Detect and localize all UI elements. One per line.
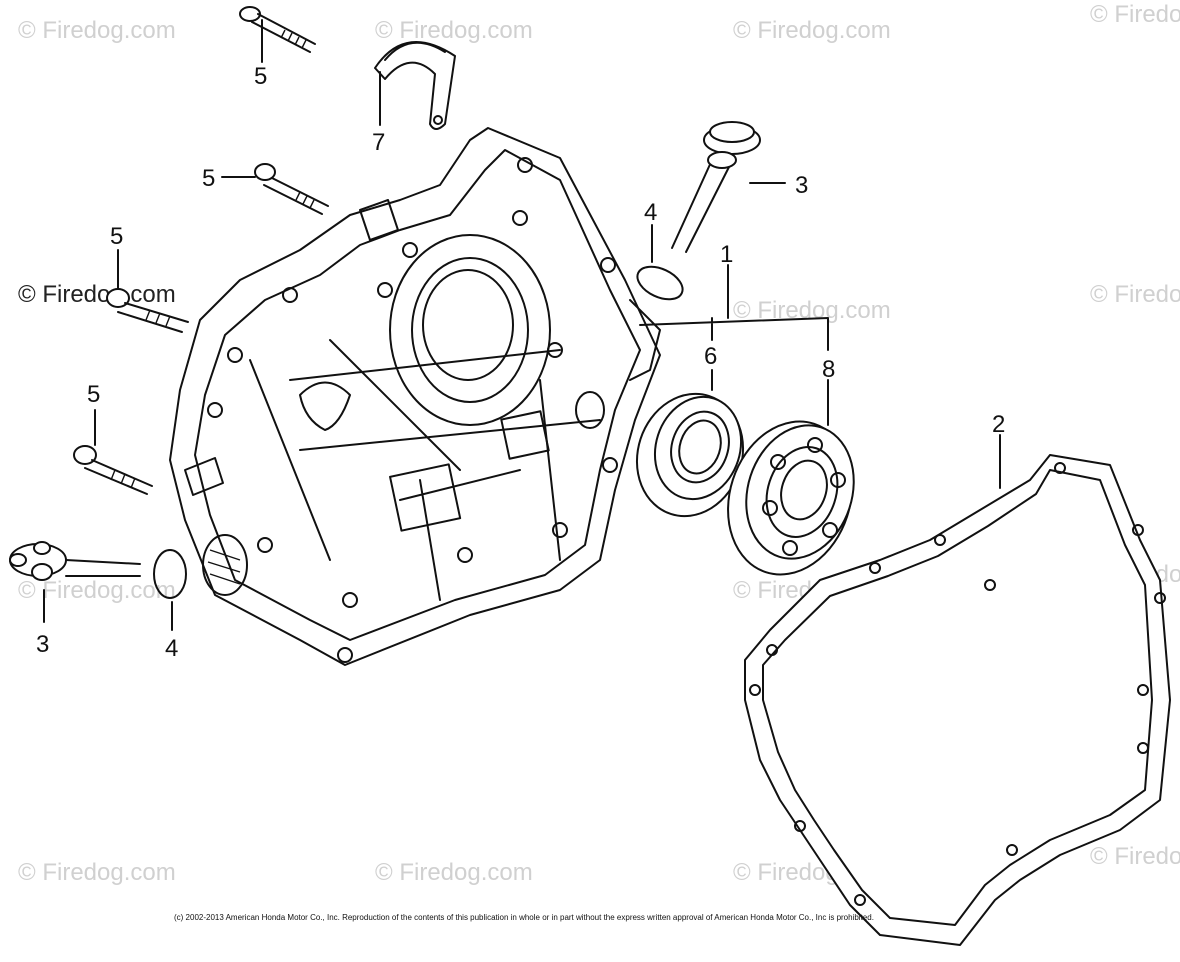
oil-filler-plug-top <box>671 121 786 253</box>
watermark: © Firedog.com <box>1090 1 1180 28</box>
callout-oil-seal: 6 <box>704 343 717 370</box>
flange-bolt-left-upper <box>106 249 189 333</box>
flange-bolt-left-lower <box>73 409 153 495</box>
callout-labels: 5 7 5 5 5 3 4 1 6 8 2 3 4 <box>36 63 1005 662</box>
callout-washer-top: 4 <box>644 199 657 226</box>
callout-plug-bottom: 3 <box>36 631 49 658</box>
callout-plug-top: 3 <box>795 172 808 199</box>
watermark-dark: © Firedog.com <box>18 281 176 308</box>
callout-bolt-mid: 5 <box>202 165 215 192</box>
crankcase-gasket <box>744 434 1171 946</box>
callout-gasket: 2 <box>992 411 1005 438</box>
callout-bearing-assembly: 1 <box>720 241 733 268</box>
callout-ball-bearing: 8 <box>822 356 835 383</box>
watermark: © Firedog.com <box>1090 843 1180 870</box>
watermark: © Firedog.com <box>18 859 176 886</box>
sealing-washer-top <box>636 224 684 301</box>
callout-washer-bottom: 4 <box>165 635 178 662</box>
copyright-notice: (c) 2002-2013 American Honda Motor Co., … <box>174 913 874 922</box>
crankcase-cover <box>169 127 661 666</box>
watermark: © Firedog.com <box>733 17 891 44</box>
callout-bolt-top: 5 <box>254 63 267 90</box>
clamp-bracket <box>374 41 456 130</box>
sealing-washer-bottom <box>153 549 187 631</box>
watermark: © Firedog.com <box>18 17 176 44</box>
watermark: © Firedog.com <box>1090 281 1180 308</box>
callout-bracket: 7 <box>372 129 385 156</box>
flange-bolt-mid <box>221 163 329 215</box>
oil-drain-plug-bottom <box>9 541 141 623</box>
watermark: © Firedog.com <box>375 17 533 44</box>
callout-bolt-left-lower: 5 <box>87 381 100 408</box>
watermark: © Firedog.com <box>18 577 176 604</box>
flange-bolt-top <box>239 6 316 63</box>
bearing-assembly-leader <box>639 264 829 351</box>
callout-bolt-left-upper: 5 <box>110 223 123 250</box>
ball-bearing <box>727 379 855 576</box>
watermark: © Firedog.com <box>375 859 533 886</box>
